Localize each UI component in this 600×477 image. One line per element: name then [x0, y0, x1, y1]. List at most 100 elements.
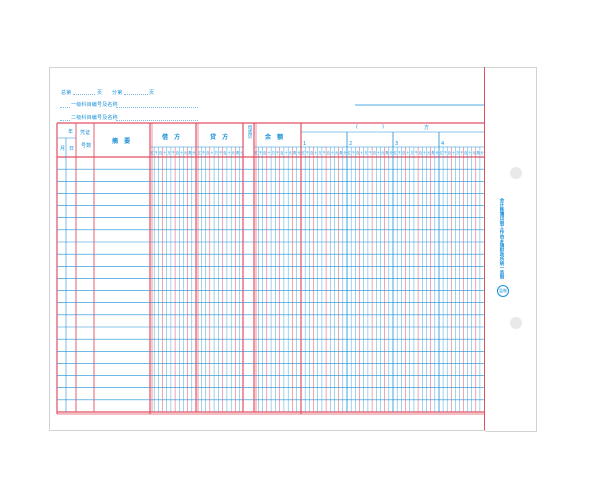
- sub-4-unit-label: 十: [468, 150, 472, 155]
- debit-unit-label: 千: [172, 150, 176, 155]
- binding-line: [484, 67, 485, 430]
- sub-pages-unit: 页: [149, 90, 155, 96]
- first-level-code-field[interactable]: [60, 107, 70, 108]
- sub-1-unit-label: 亿: [302, 150, 305, 155]
- debit-unit-label: 百: [176, 151, 179, 155]
- debit-unit-label: 万: [167, 151, 170, 155]
- sub-3-unit-label: 千: [398, 150, 402, 155]
- sub-4-unit-label: 十: [452, 150, 456, 155]
- sub-direction-suffix: 方: [424, 125, 430, 131]
- sub-pages-field[interactable]: [124, 94, 148, 95]
- first-level-name-field[interactable]: [116, 107, 198, 108]
- sub-column-4: 4: [441, 141, 445, 147]
- sub-3-unit-label: 万: [410, 151, 413, 155]
- balance-unit-label: 百: [263, 151, 266, 155]
- debit-unit-label: 百: [159, 151, 162, 155]
- debit-unit-label: 千: [155, 150, 159, 155]
- second-level-code-field[interactable]: [60, 120, 70, 121]
- balance-header: 余 额: [265, 134, 286, 141]
- sub-2-unit-label: 元: [381, 151, 385, 155]
- balance-unit-label: 十: [285, 150, 289, 155]
- sub-2-unit-label: 十: [360, 150, 364, 155]
- sub-pages-label: 分第: [112, 90, 123, 96]
- debit-unit-label: 元: [184, 151, 188, 155]
- credit-unit-label: 百: [223, 151, 226, 155]
- sub-2-unit-label: 百: [356, 151, 359, 155]
- total-pages-unit: 页: [97, 90, 103, 96]
- sub-4-unit-label: 百: [464, 151, 467, 155]
- sub-3-unit-label: 亿: [394, 150, 397, 155]
- supervision-stamp: 监制: [497, 285, 509, 297]
- sub-1-unit-label: 万: [318, 151, 321, 155]
- year-header: 年: [68, 129, 74, 135]
- balance-unit-label: 分: [297, 150, 301, 155]
- debit-or-credit-header: 借或贷: [247, 125, 252, 139]
- sub-2-unit-label: 分: [389, 150, 393, 155]
- sub-3-unit-label: 元: [427, 151, 431, 155]
- debit-unit-label: 分: [192, 150, 196, 155]
- balance-unit-label: 千: [276, 150, 280, 155]
- sub-3-unit-label: 百: [402, 151, 405, 155]
- sub-2-unit-label: 千: [369, 150, 373, 155]
- punch-hole-top: [510, 167, 522, 179]
- sub-3-unit-label: 百: [419, 151, 422, 155]
- credit-unit-label: 角: [236, 150, 239, 155]
- sub-4-unit-label: 分: [481, 150, 485, 155]
- sub-1-unit-label: 分: [343, 150, 347, 155]
- credit-unit-label: 百: [206, 151, 209, 155]
- sub-4-unit-label: 元: [472, 151, 476, 155]
- voucher-header: 凭证: [80, 130, 91, 136]
- total-pages-label: 总第: [61, 90, 72, 96]
- sub-column-3: 3: [395, 141, 399, 147]
- credit-unit-label: 亿: [198, 150, 201, 155]
- sub-1-unit-label: 千: [306, 150, 310, 155]
- sub-1-unit-label: 千: [323, 150, 327, 155]
- second-level-label: 二级科目编号及名称: [71, 115, 118, 121]
- total-pages-field[interactable]: [73, 94, 95, 95]
- sub-3-unit-label: 十: [423, 150, 427, 155]
- sub-2-unit-label: 百: [373, 151, 376, 155]
- binding-strip: [486, 67, 537, 432]
- sub-4-unit-label: 亿: [440, 150, 443, 155]
- spine-vertical-text: 会计账簿印制工作由乡镇财政所统一监制: [499, 198, 504, 279]
- debit-unit-label: 十: [180, 150, 184, 155]
- sub-column-1: 1: [303, 141, 307, 147]
- debit-unit-label: 十: [163, 150, 167, 155]
- sub-1-unit-label: 十: [331, 150, 335, 155]
- balance-unit-label: 元: [289, 151, 293, 155]
- credit-unit-label: 万: [215, 151, 218, 155]
- credit-unit-label: 千: [202, 150, 206, 155]
- sub-1-unit-label: 角: [339, 150, 342, 155]
- balance-unit-label: 角: [293, 150, 296, 155]
- sub-1-unit-label: 十: [314, 150, 318, 155]
- debit-unit-label: 角: [188, 150, 191, 155]
- sub-2-unit-label: 角: [385, 150, 388, 155]
- sub-1-unit-label: 元: [335, 151, 339, 155]
- sub-2-unit-label: 亿: [348, 150, 351, 155]
- sub-4-unit-label: 千: [444, 150, 448, 155]
- balance-unit-label: 千: [259, 150, 263, 155]
- sub-4-unit-label: 角: [476, 150, 479, 155]
- sub-1-unit-label: 百: [310, 151, 313, 155]
- credit-unit-label: 十: [228, 150, 232, 155]
- voucher-number-header: 号数: [81, 143, 92, 149]
- credit-unit-label: 千: [219, 150, 223, 155]
- punch-hole-bottom: [510, 317, 522, 329]
- sub-column-2: 2: [349, 141, 353, 147]
- balance-unit-label: 万: [272, 151, 275, 155]
- sub-1-unit-label: 百: [327, 151, 330, 155]
- ledger-sheet: [49, 67, 488, 431]
- credit-unit-label: 元: [232, 151, 236, 155]
- sub-3-unit-label: 十: [406, 150, 410, 155]
- summary-header: 摘 要: [112, 138, 133, 145]
- sub-2-unit-label: 千: [352, 150, 356, 155]
- day-header: 日: [69, 146, 75, 152]
- sub-3-unit-label: 千: [415, 150, 419, 155]
- second-level-name-field[interactable]: [116, 120, 198, 121]
- credit-unit-label: 分: [240, 150, 244, 155]
- sub-2-unit-label: 万: [364, 151, 367, 155]
- credit-header: 贷 方: [210, 134, 231, 141]
- sub-3-unit-label: 角: [431, 150, 434, 155]
- first-level-label: 一级科目编号及名称: [71, 102, 118, 108]
